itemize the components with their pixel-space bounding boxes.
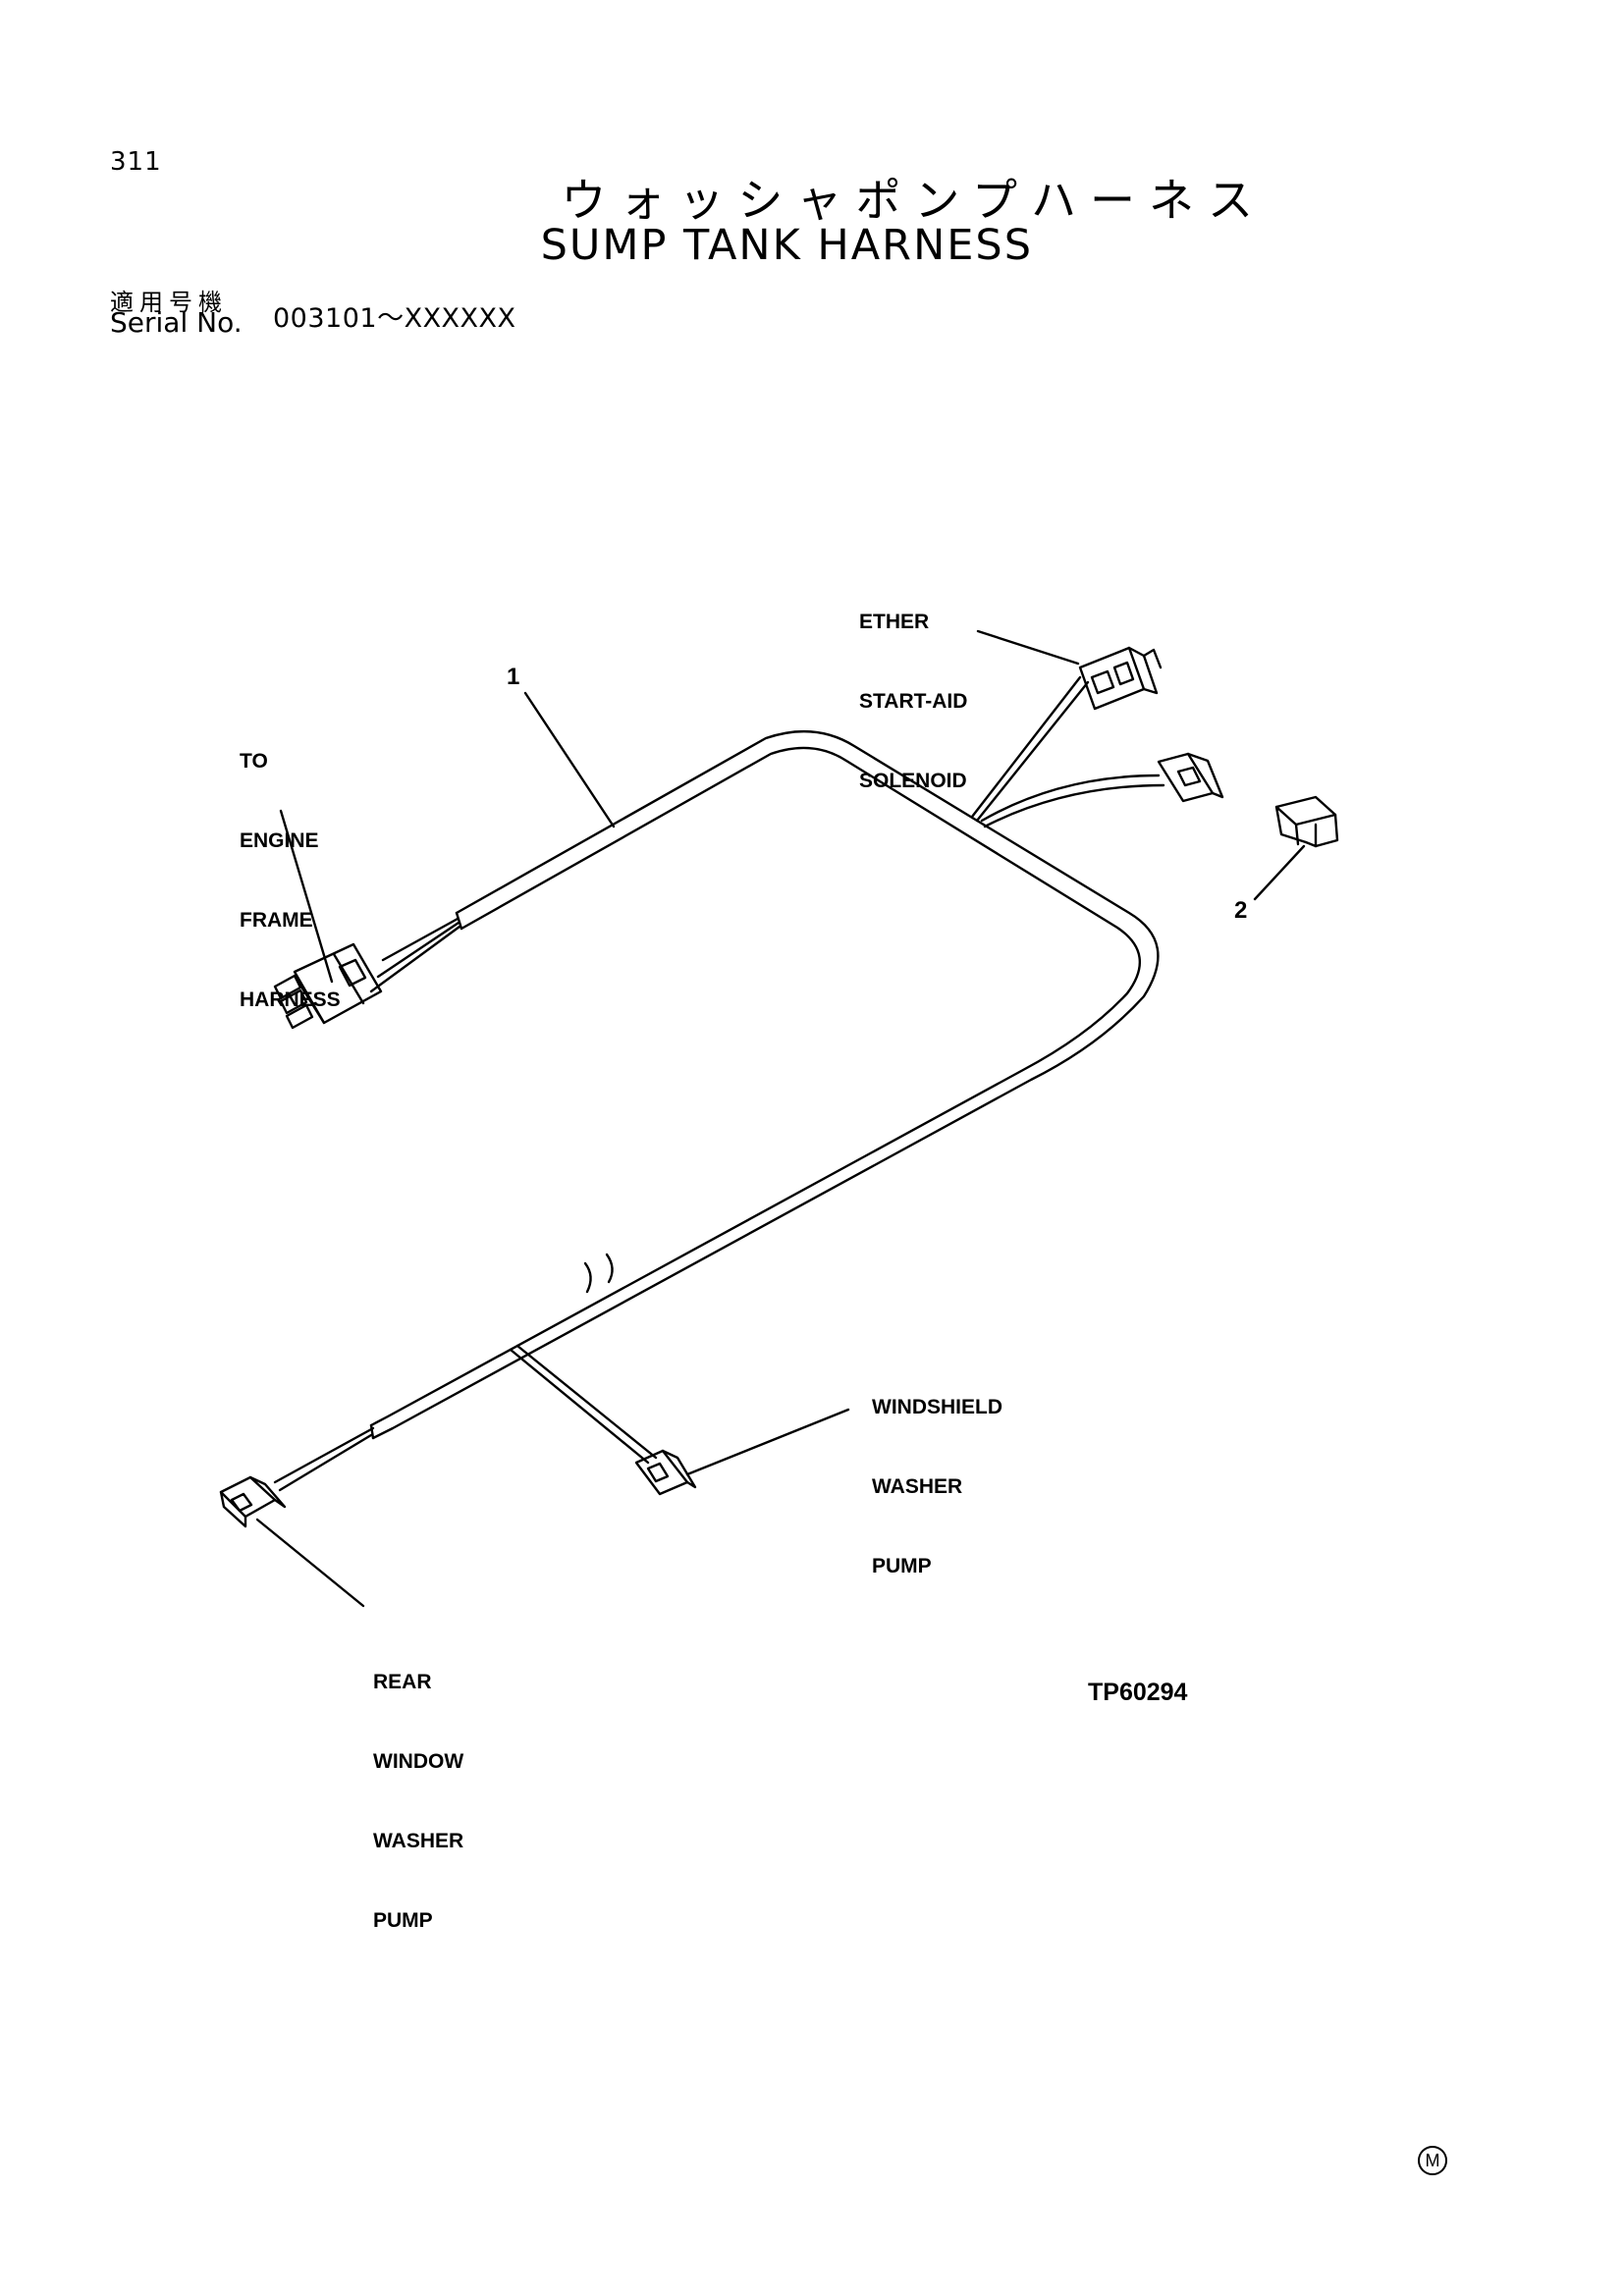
label-engine-line-1: TO xyxy=(240,750,268,773)
harness-main-inner-edge xyxy=(369,746,1141,1427)
figure-code: TP60294 xyxy=(1088,1679,1188,1706)
harness-main-outer-edge xyxy=(371,729,1160,1440)
connector-windshield-pump xyxy=(634,1449,697,1496)
label-windshield-line-3: PUMP xyxy=(872,1555,932,1577)
label-ether-start-aid-solenoid: ETHER START-AID SOLENOID xyxy=(859,556,967,821)
label-ether-line-1: ETHER xyxy=(859,611,930,633)
leader-engine-frame xyxy=(279,809,334,984)
page-number: 311 xyxy=(110,147,162,177)
wires-engine-frame xyxy=(369,917,461,993)
leader-item2 xyxy=(1253,844,1306,901)
serial-label-japanese: 適用号機 xyxy=(110,289,228,316)
callout-item-1: 1 xyxy=(507,664,520,690)
label-rear-line-1: REAR xyxy=(373,1671,432,1693)
connector-spare-plug xyxy=(1157,752,1224,803)
serial-label-english: Serial No. xyxy=(110,306,243,339)
connector-engine-frame xyxy=(273,942,383,1030)
leader-rear-window-pump xyxy=(255,1518,365,1608)
wires-rear-window-pump xyxy=(273,1426,375,1492)
serial-range: 003101～XXXXXX xyxy=(273,303,516,334)
label-rear-line-3: WASHER xyxy=(373,1830,464,1852)
label-engine-line-3: FRAME xyxy=(240,909,313,932)
harness-break-mark-2 xyxy=(605,1253,614,1284)
page-title-english: SUMP TANK HARNESS xyxy=(540,221,1033,270)
leader-ether-solenoid xyxy=(976,629,1080,666)
callout-item-2: 2 xyxy=(1234,897,1248,924)
leader-item1 xyxy=(523,691,616,828)
label-engine-line-4: HARNESS xyxy=(240,988,341,1011)
wires-windshield-pump xyxy=(509,1344,658,1465)
leader-windshield-pump xyxy=(685,1408,850,1476)
connector-ether-solenoid xyxy=(1078,646,1163,711)
label-windshield-washer-pump: WINDSHIELD WASHER PUMP xyxy=(872,1341,1002,1606)
harness-tube-end-left xyxy=(455,911,463,931)
circled-m-mark: M xyxy=(1418,2146,1447,2175)
label-windshield-line-1: WINDSHIELD xyxy=(872,1396,1002,1418)
wires-spare-connector xyxy=(980,774,1165,828)
harness-break-mark-1 xyxy=(583,1261,592,1294)
label-ether-line-3: SOLENOID xyxy=(859,770,967,792)
label-windshield-line-2: WASHER xyxy=(872,1475,963,1498)
label-rear-line-4: PUMP xyxy=(373,1909,433,1932)
page-title-japanese: ウォッシャポンプハーネス xyxy=(561,174,1267,227)
label-rear-window-washer-pump: REAR WINDOW WASHER PUMP xyxy=(373,1616,463,1960)
label-engine-line-2: ENGINE xyxy=(240,829,319,852)
label-ether-line-2: START-AID xyxy=(859,690,968,713)
label-to-engine-frame-harness: TO ENGINE FRAME HARNESS xyxy=(240,695,341,1040)
connector-rear-window-pump xyxy=(219,1475,287,1528)
label-rear-line-2: WINDOW xyxy=(373,1750,464,1773)
wires-ether-solenoid xyxy=(970,675,1090,823)
part-item2-cap xyxy=(1274,795,1339,848)
harness-tube-end-bottom xyxy=(369,1423,375,1440)
